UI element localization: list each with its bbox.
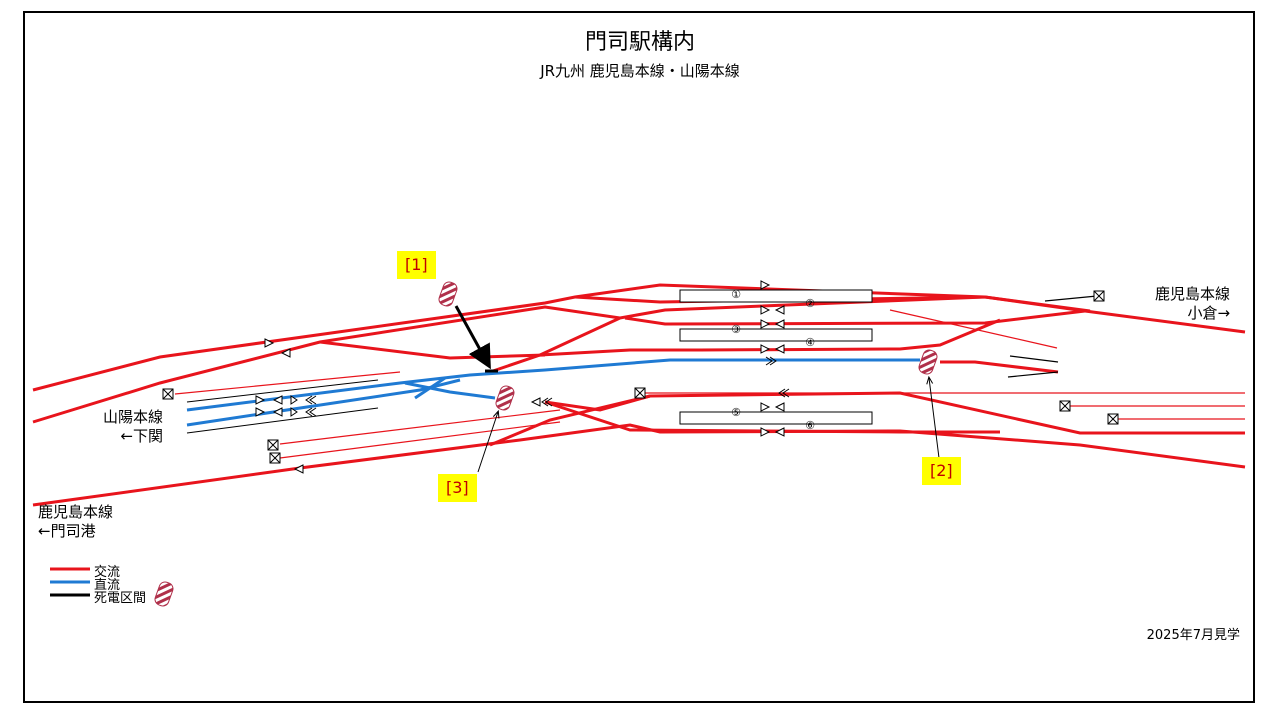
- callout-2: [2]: [922, 457, 961, 485]
- ac-tracks: [32, 283, 1246, 507]
- dc-cross-2: [414, 376, 446, 400]
- buffer-stop: [634, 387, 646, 399]
- legend-dead-label: 死電区間: [94, 591, 147, 606]
- ac-cross-mid: [489, 316, 621, 374]
- legend-dc-label: 直流: [94, 578, 121, 593]
- platforms: [679, 289, 873, 425]
- diagram-title: 門司駅構内: [584, 30, 695, 55]
- ac-lower-cross: [489, 394, 651, 447]
- ac-platform-5: [544, 391, 1245, 435]
- platform-number-6: ⑥: [805, 419, 815, 432]
- ac-platform-1-2: [574, 295, 986, 304]
- ac-platform-4: [539, 318, 1001, 357]
- dead-section-3: [495, 385, 515, 411]
- platform-number-4: ④: [805, 336, 815, 349]
- ac-east-spur: [940, 360, 1059, 374]
- callout-3: [3]: [438, 474, 477, 502]
- legend-dead-icon: [154, 581, 174, 607]
- platform-number-5: ⑤: [731, 406, 741, 419]
- dc-sanyo-2: [186, 378, 461, 427]
- ac-mojiko: [32, 423, 1246, 507]
- buffer-stop: [1093, 290, 1105, 302]
- diagram-frame: [23, 11, 1255, 703]
- dest-kagoshima-kokura: 鹿児島本線 小倉→: [1155, 285, 1231, 322]
- platform-number-2: ②: [805, 297, 815, 310]
- callout-1-arrow: [454, 305, 491, 370]
- buffer-stops: [162, 290, 1119, 464]
- dead-section-1: [438, 281, 458, 307]
- platform-number-1: ①: [731, 288, 741, 301]
- callout-2-arrow: [929, 378, 940, 459]
- legend-ac-label: 交流: [94, 565, 121, 580]
- dest-sanyo-shimonoseki: 山陽本線 ←下関: [103, 408, 164, 445]
- dead-section-2: [918, 349, 938, 375]
- buffer-stop: [1107, 413, 1119, 425]
- buffer-stop: [162, 388, 174, 400]
- dc-sanyo-1: [186, 358, 920, 412]
- buffer-stop: [269, 452, 281, 464]
- platform-number-3: ③: [731, 323, 741, 336]
- visit-date: 2025年7月見学: [1146, 628, 1240, 643]
- dead-sections: [154, 281, 938, 607]
- platform-1-2: [679, 289, 873, 303]
- buffer-stop: [1059, 400, 1071, 412]
- callout-3-arrow: [477, 412, 498, 473]
- ac-cross-upper: [319, 340, 546, 360]
- ac-sidings: [174, 295, 1245, 459]
- diagram-subtitle: JR九州 鹿児島本線・山陽本線: [540, 62, 740, 80]
- ac-platform-3-4: [624, 309, 1086, 326]
- callout-1: [1]: [397, 251, 436, 279]
- dest-kagoshima-mojiko: 鹿児島本線 ←門司港: [38, 503, 114, 540]
- dc-tracks: [186, 358, 920, 427]
- signals: [255, 280, 785, 474]
- dc-cross: [404, 381, 496, 400]
- buffer-stop: [267, 439, 279, 451]
- platform-5-6: [679, 411, 873, 425]
- platform-3-4: [679, 328, 873, 342]
